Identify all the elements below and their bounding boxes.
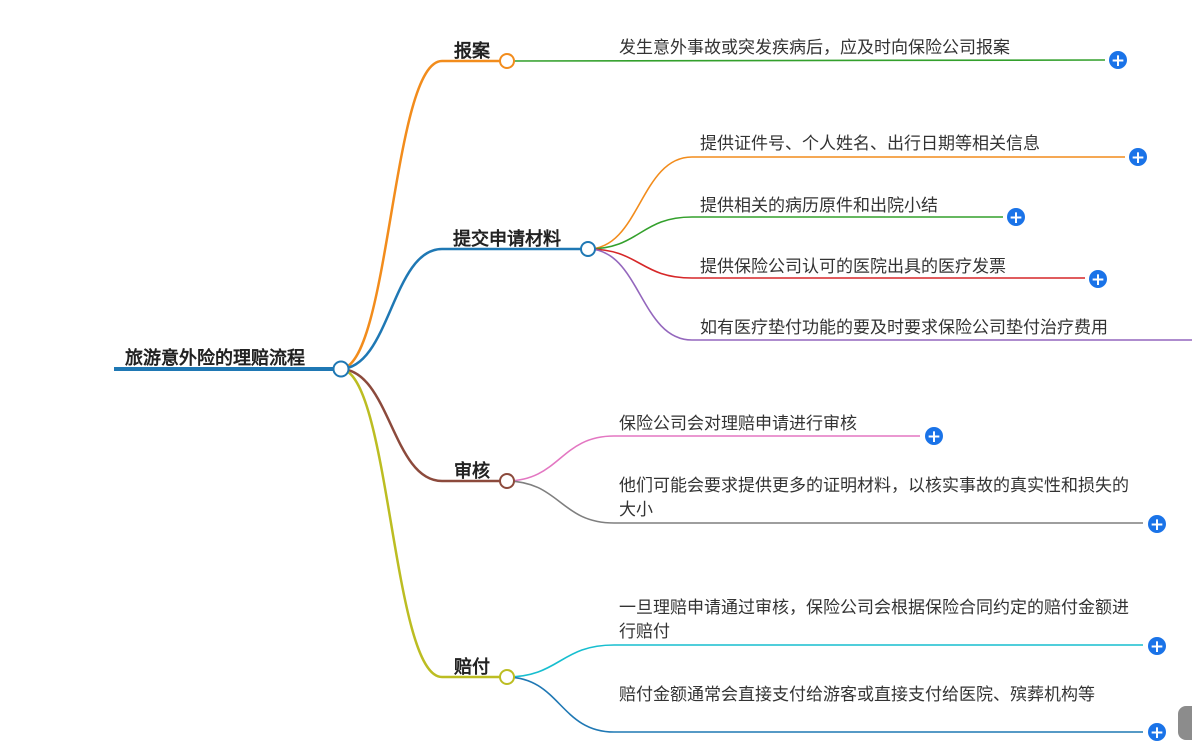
branch-report-label[interactable]: 报案 <box>454 41 490 62</box>
leaf-payout-1[interactable]: 一旦理赔申请通过审核，保险公司会根据保险合同约定的赔付金额进行赔付 <box>619 598 1129 642</box>
expand-button[interactable]: + <box>925 427 943 447</box>
expand-button-circle <box>1007 208 1025 226</box>
plus-icon: + <box>1009 208 1023 228</box>
plus-icon: + <box>1150 515 1164 535</box>
leaf-submit-1[interactable]: 提供证件号、个人姓名、出行日期等相关信息 <box>700 134 1040 154</box>
leaf-review-2[interactable]: 他们可能会要求提供更多的证明材料，以核实事故的真实性和损失的大小 <box>619 476 1129 520</box>
branch-node-report[interactable] <box>499 53 515 69</box>
branch-node-review[interactable] <box>499 473 515 489</box>
connector-root-submit <box>339 247 588 371</box>
connector-payout-leaf-2 <box>505 676 1143 733</box>
plus-icon: + <box>1131 148 1145 168</box>
branch-submit-label[interactable]: 提交申请材料 <box>453 229 561 250</box>
expand-button-circle <box>1109 51 1127 69</box>
connector-root-payout <box>339 367 506 679</box>
leaf-payout-2[interactable]: 赔付金额通常会直接支付给游客或直接支付给医院、殡葬机构等 <box>619 685 1095 705</box>
leaf-submit-3[interactable]: 提供保险公司认可的医院出具的医疗发票 <box>700 257 1006 277</box>
leaf-review-1[interactable]: 保险公司会对理赔申请进行审核 <box>619 414 857 434</box>
connector-payout-leaf-1 <box>505 644 1143 678</box>
side-panel-toggle[interactable] <box>1178 706 1192 740</box>
branch-node-submit[interactable] <box>580 241 596 257</box>
expand-button[interactable]: + <box>1129 148 1147 168</box>
connector-review-leaf-2 <box>505 480 1143 524</box>
leaf-report-1[interactable]: 发生意外事故或突发疾病后，应及时向保险公司报案 <box>619 38 1010 58</box>
plus-icon: + <box>927 427 941 447</box>
expand-button[interactable]: + <box>1109 51 1127 71</box>
expand-button[interactable]: + <box>1148 723 1166 743</box>
connector-submit-leaf-3 <box>587 248 1085 279</box>
connector-root-report <box>339 59 506 371</box>
expand-button-circle <box>1148 637 1166 655</box>
expand-button-circle <box>925 427 943 445</box>
leaf-submit-4[interactable]: 如有医疗垫付功能的要及时要求保险公司垫付治疗费用 <box>700 318 1108 338</box>
connector-submit-leaf-4 <box>587 248 1192 341</box>
expand-button[interactable]: + <box>1007 208 1025 228</box>
connector-root-review <box>339 367 506 483</box>
expand-button-circle <box>1148 723 1166 741</box>
expand-button-circle <box>1129 148 1147 166</box>
expand-button-circle <box>1148 515 1166 533</box>
connector-submit-leaf-1 <box>587 156 1125 250</box>
expand-button[interactable]: + <box>1089 270 1107 290</box>
leaf-submit-2[interactable]: 提供相关的病历原件和出院小结 <box>700 196 938 216</box>
branch-node-payout[interactable] <box>499 669 515 685</box>
root-node-circle[interactable] <box>332 360 350 378</box>
connector-submit-leaf-2 <box>587 216 1003 250</box>
connector-report-leaf-1 <box>505 59 1106 62</box>
branch-payout-label[interactable]: 赔付 <box>454 657 490 678</box>
root-topic[interactable]: 旅游意外险的理赔流程 <box>125 348 305 369</box>
plus-icon: + <box>1150 637 1164 657</box>
expand-button[interactable]: + <box>1148 637 1166 657</box>
plus-icon: + <box>1111 51 1125 71</box>
plus-icon: + <box>1150 723 1164 743</box>
connector-review-leaf-1 <box>505 435 920 482</box>
plus-icon: + <box>1091 270 1105 290</box>
expand-button[interactable]: + <box>1148 515 1166 535</box>
expand-button-circle <box>1089 270 1107 288</box>
branch-review-label[interactable]: 审核 <box>454 461 490 482</box>
